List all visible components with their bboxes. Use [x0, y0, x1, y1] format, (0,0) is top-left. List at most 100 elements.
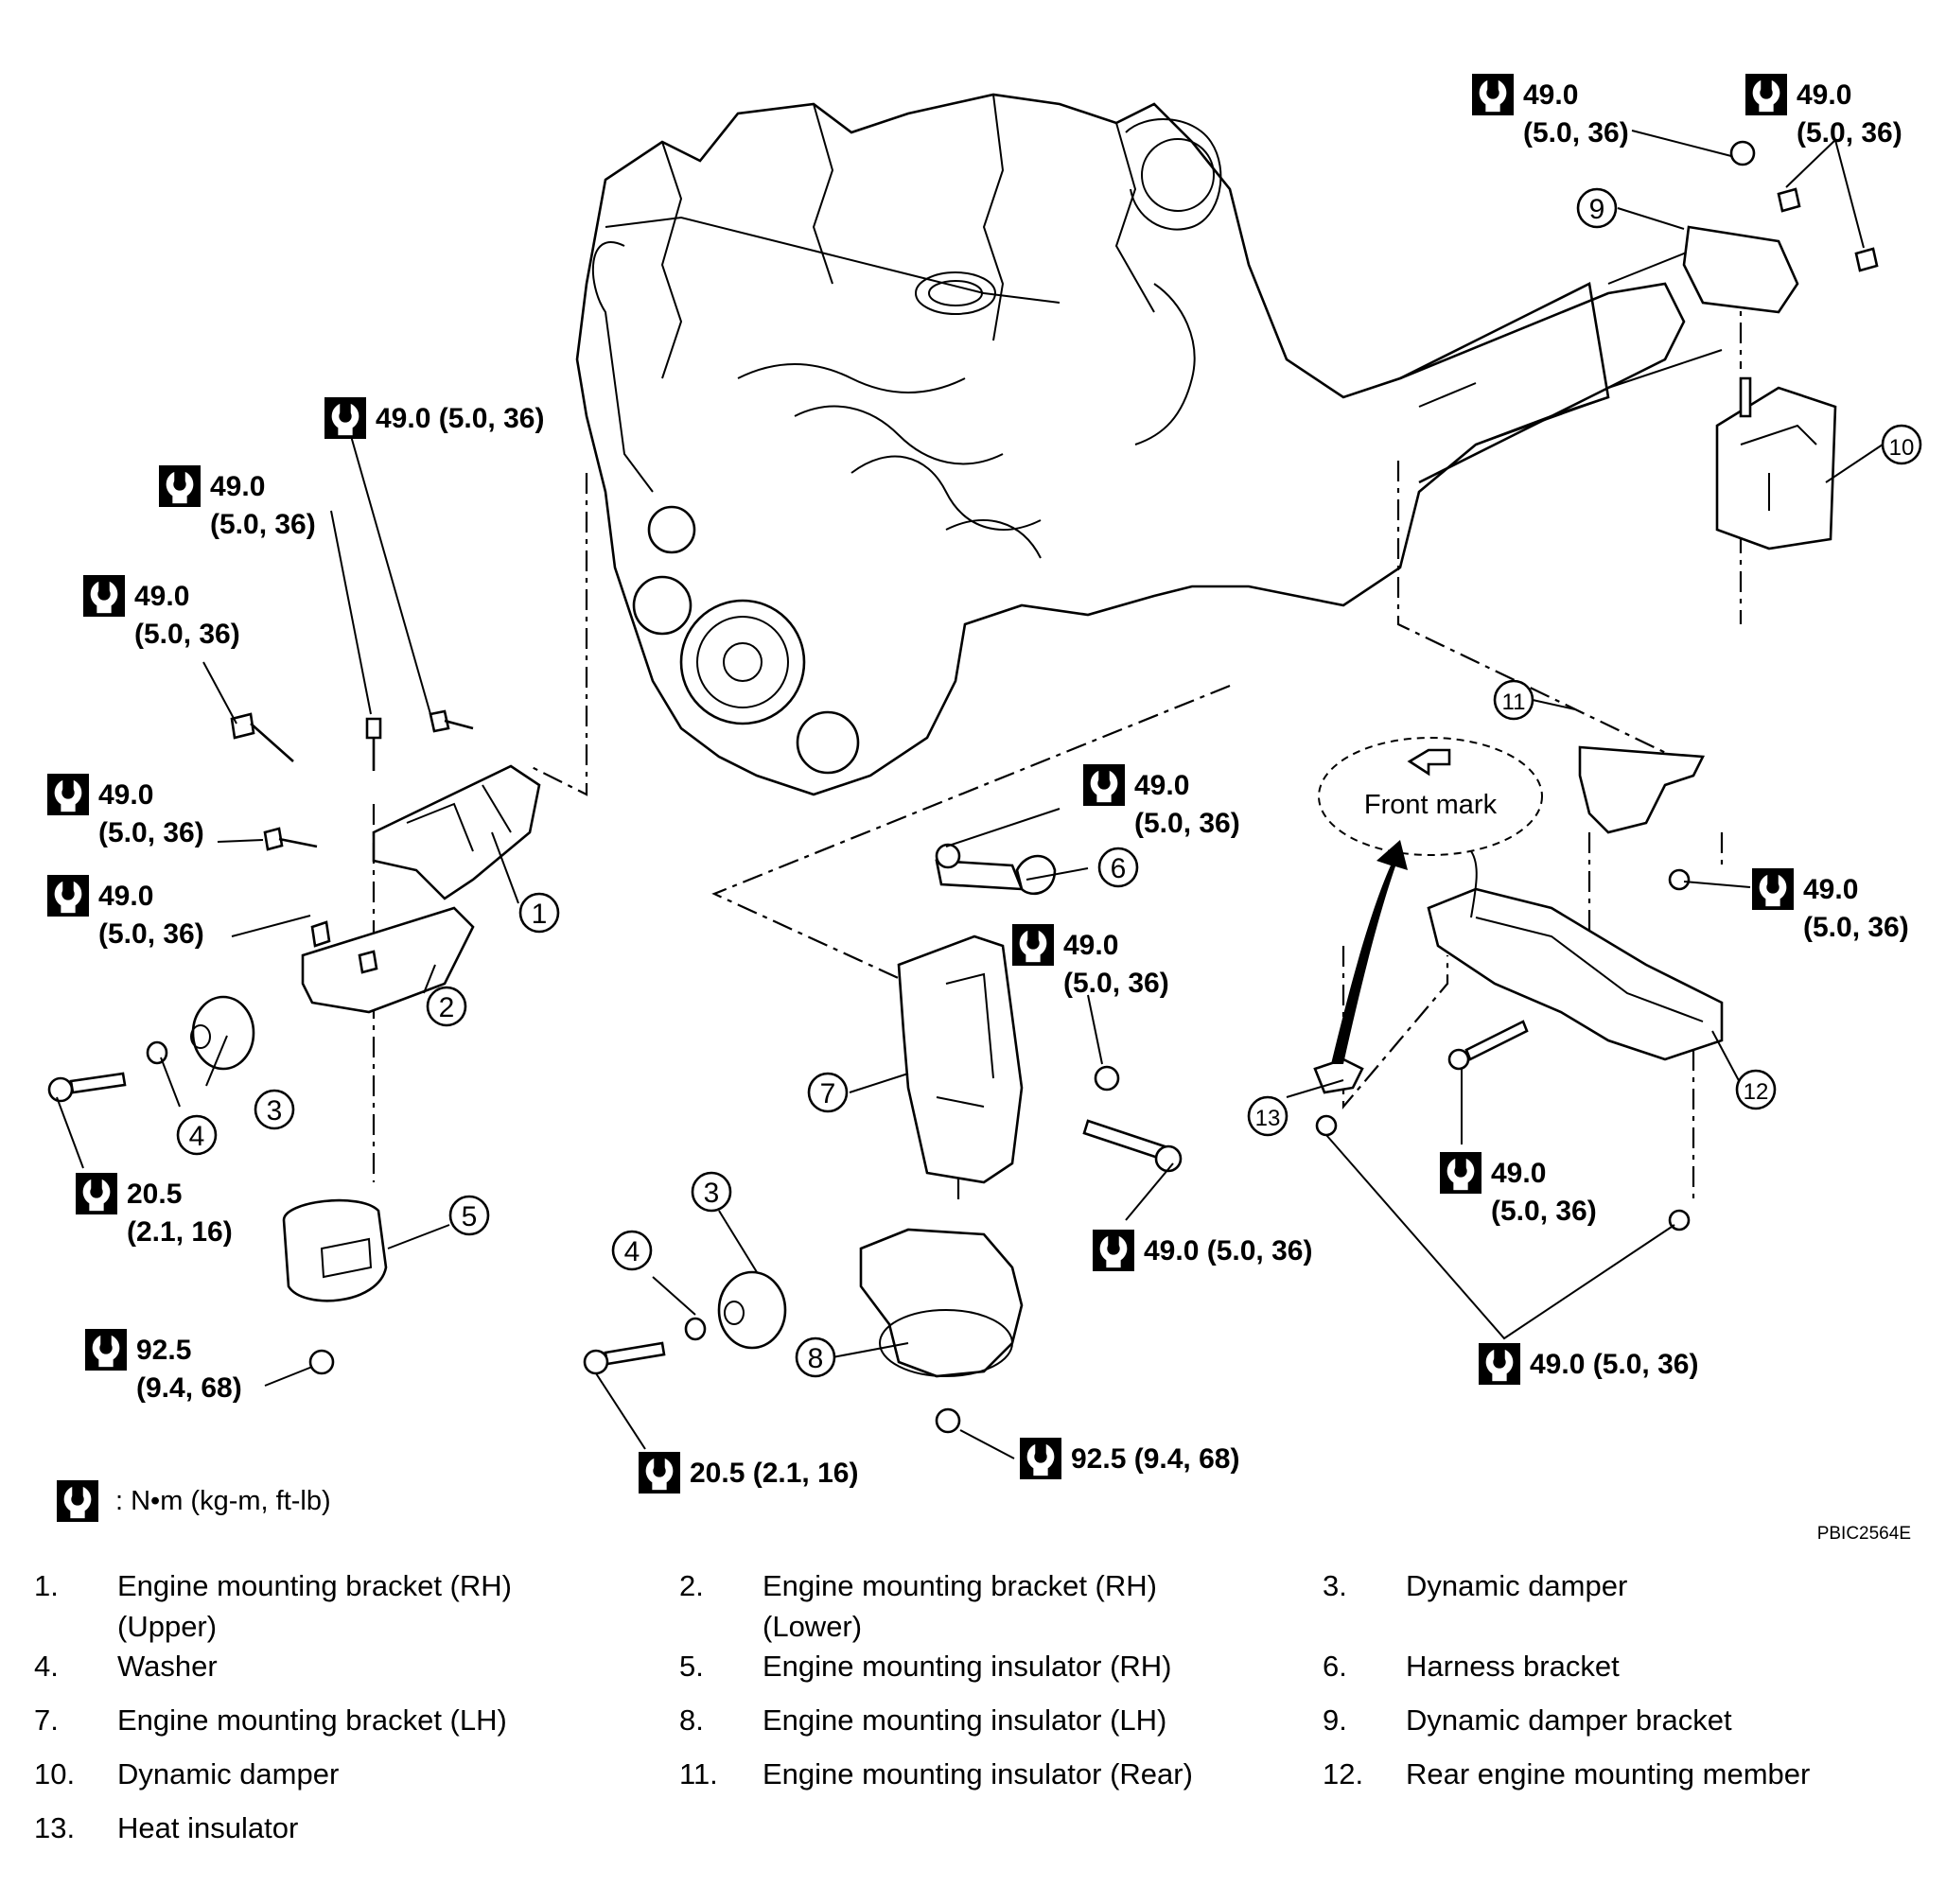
part-callout: 3 — [691, 1171, 732, 1213]
lh-mount-parts — [583, 843, 1183, 1434]
svg-text:92.5 (9.4, 68): 92.5 (9.4, 68) — [1071, 1443, 1239, 1475]
torque-callout: 49.0 (5.0, 36) — [47, 774, 204, 848]
torque-callout: 92.5(9.4, 68) — [85, 1329, 242, 1404]
svg-text:92.5: 92.5 — [136, 1335, 191, 1366]
svg-text:9: 9 — [1589, 194, 1605, 225]
svg-text:7: 7 — [820, 1078, 836, 1109]
torque-callouts: 49.0 (5.0, 36) 49.0 (5.0, 36) 49.0 (5.0, 3… — [47, 74, 1909, 1494]
svg-text:49.0: 49.0 — [210, 471, 265, 502]
part-callout: 8 — [795, 1336, 836, 1378]
svg-text:49.0 (5.0, 36): 49.0 (5.0, 36) — [1144, 1235, 1312, 1266]
torque-wrench-icon — [1083, 764, 1125, 806]
torque-wrench-icon — [1093, 1230, 1134, 1271]
svg-text:20.5 (2.1, 16): 20.5 (2.1, 16) — [690, 1458, 858, 1489]
svg-text:(5.0, 36): (5.0, 36) — [98, 817, 204, 848]
torque-wrench-icon — [47, 774, 89, 815]
svg-text:(2.1, 16): (2.1, 16) — [127, 1216, 233, 1248]
svg-text:2: 2 — [439, 992, 455, 1023]
torque-callout: 49.0(5.0, 36) — [1083, 764, 1240, 839]
svg-text:49.0 (5.0, 36): 49.0 (5.0, 36) — [376, 403, 544, 434]
svg-text:3: 3 — [704, 1178, 720, 1209]
part-callout: 3 — [254, 1089, 295, 1130]
torque-callout: 49.0 (5.0, 36) — [159, 465, 316, 540]
svg-text:49.0: 49.0 — [1797, 79, 1851, 111]
torque-callout: 49.0 (5.0, 36) — [1479, 1343, 1698, 1385]
torque-callout: 49.0 (5.0, 36) — [1440, 1152, 1597, 1227]
part-callout: 5 — [448, 1195, 490, 1236]
torque-wrench-icon — [1020, 1438, 1061, 1479]
svg-text:(5.0, 36): (5.0, 36) — [1803, 912, 1909, 943]
part-callout: 1 — [518, 892, 560, 934]
unit-legend-text: : N•m (kg-m, ft-lb) — [115, 1486, 331, 1516]
engine-assembly-illustration — [575, 93, 1723, 796]
part-callout: 13 — [1247, 1095, 1289, 1137]
svg-text:10: 10 — [1889, 435, 1915, 461]
torque-callout: 49.0 (5.0, 36) — [324, 397, 544, 439]
torque-callout: 49.0 (5.0, 36) — [83, 575, 240, 650]
rh-mount-parts — [47, 709, 541, 1375]
svg-text:3: 3 — [267, 1095, 283, 1127]
part-callout: 4 — [176, 1114, 218, 1156]
svg-text:49.0: 49.0 — [1491, 1158, 1546, 1189]
part-callout: 4 — [611, 1230, 653, 1271]
part-callout: 2 — [426, 986, 467, 1027]
torque-wrench-icon — [85, 1329, 127, 1371]
figure-code: PBIC2564E — [1817, 1524, 1911, 1544]
torque-wrench-icon — [1440, 1152, 1481, 1194]
svg-text:49.0: 49.0 — [1063, 930, 1118, 961]
torque-callout: 49.0 (5.0, 36) — [1752, 868, 1909, 943]
torque-wrench-icon — [76, 1173, 117, 1214]
torque-wrench-icon — [57, 1480, 98, 1522]
svg-text:1: 1 — [532, 899, 548, 930]
torque-callout: 20.5 (2.1, 16) — [639, 1452, 858, 1494]
svg-text:6: 6 — [1111, 853, 1127, 884]
torque-wrench-icon — [1012, 924, 1054, 966]
part-number-callouts: 1 2 3 4 5 6 7 3 4 8 9 10 11 12 13 — [176, 187, 1922, 1378]
svg-text:4: 4 — [624, 1236, 640, 1267]
torque-wrench-icon — [324, 397, 366, 439]
part-callout: 9 — [1576, 187, 1618, 229]
part-callout: 11 — [1493, 679, 1534, 721]
svg-text:(5.0, 36): (5.0, 36) — [1523, 117, 1629, 148]
svg-text:49.0: 49.0 — [1803, 874, 1858, 905]
svg-text:49.0: 49.0 — [1134, 770, 1189, 801]
svg-text:(5.0, 36): (5.0, 36) — [1491, 1196, 1597, 1227]
torque-callout: 49.0 (5.0, 36) — [1745, 74, 1902, 148]
torque-callout: 92.5 (9.4, 68) — [1020, 1438, 1239, 1479]
svg-text:4: 4 — [189, 1121, 205, 1152]
front-arrow-icon — [1407, 748, 1451, 777]
front-mark-label: Front mark — [1364, 790, 1498, 820]
svg-text:(5.0, 36): (5.0, 36) — [98, 918, 204, 950]
svg-text:49.0 (5.0, 36): 49.0 (5.0, 36) — [1530, 1349, 1698, 1380]
svg-text:20.5: 20.5 — [127, 1179, 182, 1210]
torque-wrench-icon — [639, 1452, 680, 1494]
torque-callout: 49.0 (5.0, 36) — [1093, 1230, 1312, 1271]
svg-text:12: 12 — [1744, 1079, 1769, 1105]
part-callout: 10 — [1881, 424, 1922, 465]
svg-text:(5.0, 36): (5.0, 36) — [134, 619, 240, 650]
torque-wrench-icon — [1479, 1343, 1520, 1385]
torque-wrench-icon — [83, 575, 125, 617]
svg-text:49.0: 49.0 — [1523, 79, 1578, 111]
svg-text:5: 5 — [462, 1201, 478, 1232]
front-mark-indicator: Front mark — [1318, 737, 1543, 1064]
unit-legend: : N•m (kg-m, ft-lb) — [57, 1480, 331, 1522]
torque-wrench-icon — [159, 465, 201, 507]
torque-callout: 20.5 (2.1, 16) — [76, 1173, 233, 1248]
svg-text:(5.0, 36): (5.0, 36) — [1797, 117, 1902, 148]
svg-text:49.0: 49.0 — [134, 581, 189, 612]
torque-wrench-icon — [1752, 868, 1794, 910]
torque-wrench-icon — [1472, 74, 1514, 115]
torque-callout: 49.0 (5.0, 36) — [1012, 924, 1169, 999]
torque-wrench-icon — [1745, 74, 1787, 115]
svg-text:(5.0, 36): (5.0, 36) — [1063, 968, 1169, 999]
svg-text:49.0: 49.0 — [98, 779, 153, 811]
svg-text:(5.0, 36): (5.0, 36) — [210, 509, 316, 540]
part-callout: 7 — [807, 1072, 849, 1113]
part-callout: 12 — [1735, 1069, 1777, 1110]
part-callout: 6 — [1097, 847, 1139, 888]
leader-lines — [56, 130, 1884, 1459]
svg-text:8: 8 — [808, 1343, 824, 1374]
torque-callout: 49.0(5.0, 36) — [47, 875, 204, 950]
